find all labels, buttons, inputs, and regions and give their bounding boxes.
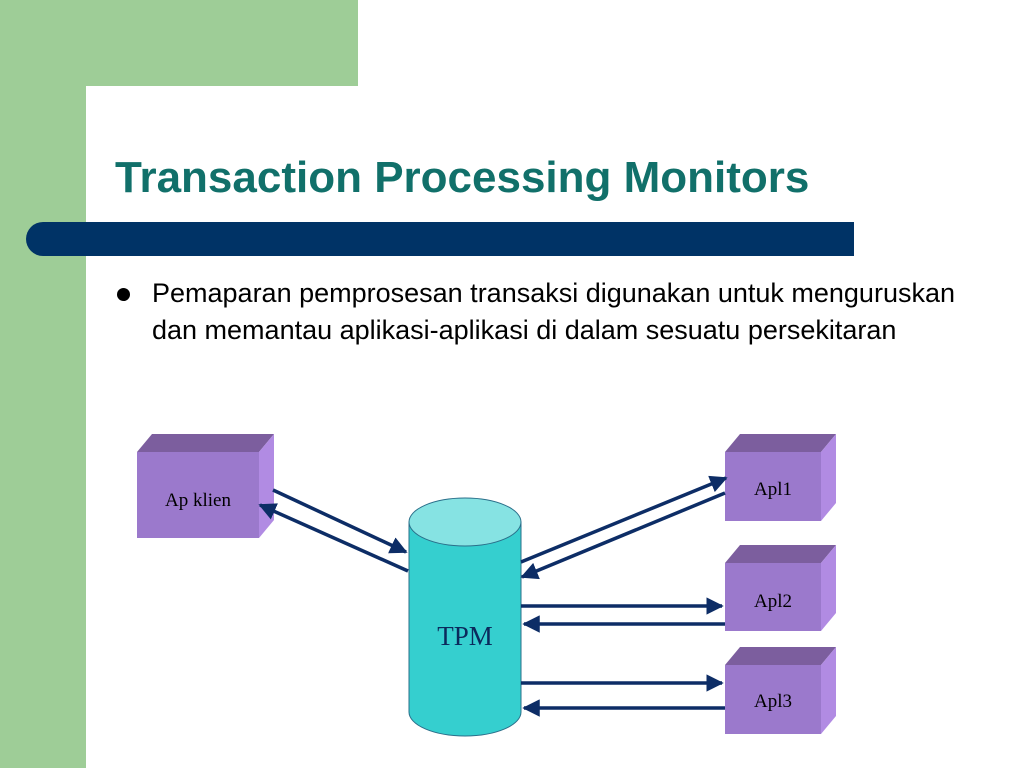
app-box-1: Apl1 [725, 434, 836, 521]
arrow-client-to-tpm [272, 488, 408, 554]
client-box: Ap klien [137, 434, 274, 538]
bullet-dot [117, 288, 130, 301]
left-green-band [0, 0, 86, 768]
client-label: Ap klien [165, 490, 231, 511]
app-label-1: Apl1 [754, 479, 792, 500]
arrow-apl1-to-tpm [520, 491, 726, 580]
top-green-block [0, 0, 358, 86]
arrow-tpm-to-apl1 [520, 475, 728, 564]
slide-title: Transaction Processing Monitors [115, 153, 810, 202]
app-box-3: Apl3 [725, 647, 836, 734]
tpm-label: TPM [437, 621, 493, 651]
title-underline-bar [26, 222, 854, 256]
tpm-cylinder: TPM [408, 497, 522, 737]
content-panel [86, 86, 1024, 768]
app-label-2: Apl2 [754, 591, 792, 612]
bullet-text: Pemaparan pemprosesan transaksi digunaka… [152, 278, 955, 345]
arrow-tpm-to-client [258, 503, 409, 573]
app-box-2: Apl2 [725, 545, 836, 631]
app-label-3: Apl3 [754, 691, 792, 712]
